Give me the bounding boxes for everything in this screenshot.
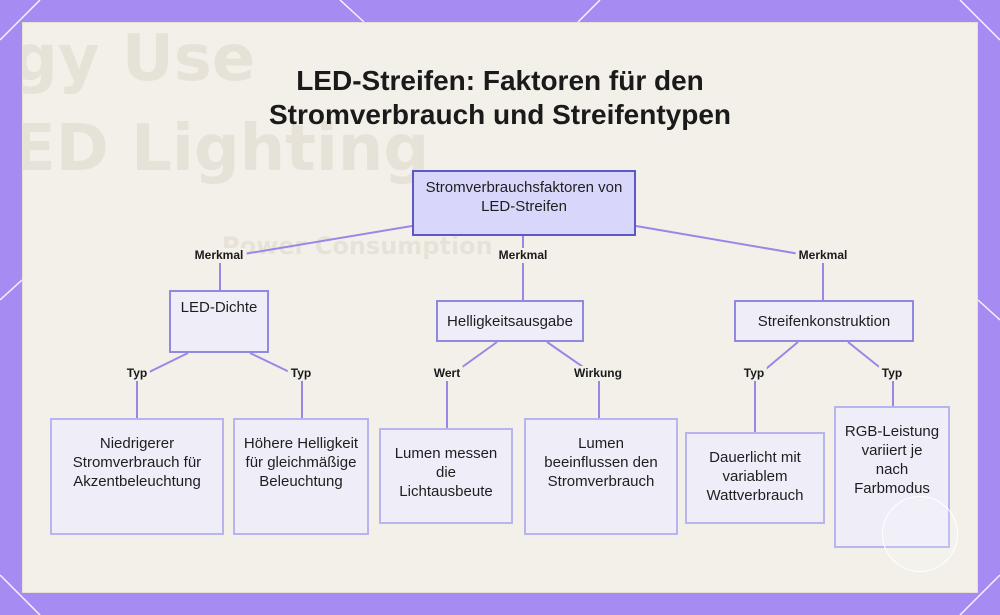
connector-root-density — [220, 226, 412, 290]
node-lumen-measure: Lumen messen die Lichtausbeute — [379, 428, 513, 524]
root-node: Stromverbrauchsfaktoren von LED-Streifen — [412, 170, 636, 236]
edge-label-wirkung: Wirkung — [571, 366, 625, 381]
node-lumen-influence: Lumen beeinflussen den Stromverbrauch — [524, 418, 678, 535]
edge-label-merkmal-center: Merkmal — [496, 248, 551, 263]
edge-label-merkmal-right: Merkmal — [796, 248, 851, 263]
node-higher-brightness: Höhere Helligkeit für gleichmäßige Beleu… — [233, 418, 369, 535]
edge-label-merkmal-left: Merkmal — [192, 248, 247, 263]
node-continuous-light: Dauerlicht mit variablem Wattverbrauch — [685, 432, 825, 524]
watermark-badge-icon — [882, 496, 958, 572]
connector-root-construction — [636, 226, 823, 300]
edge-label-typ-2: Typ — [288, 366, 314, 381]
edge-label-typ-1: Typ — [124, 366, 150, 381]
node-brightness-output: Helligkeitsausgabe — [436, 300, 584, 342]
node-lower-consumption: Niedrigerer Stromverbrauch für Akzentbel… — [50, 418, 224, 535]
connector-construction-continuous — [755, 342, 798, 432]
node-strip-construction: Streifenkonstruktion — [734, 300, 914, 342]
node-led-density: LED-Dichte — [169, 290, 269, 353]
edge-label-typ-3: Typ — [741, 366, 767, 381]
edge-label-wert: Wert — [431, 366, 463, 381]
edge-label-typ-4: Typ — [879, 366, 905, 381]
connector-density-high — [250, 353, 302, 418]
connector-brightness-measure — [447, 342, 497, 428]
connector-density-low — [137, 353, 188, 418]
